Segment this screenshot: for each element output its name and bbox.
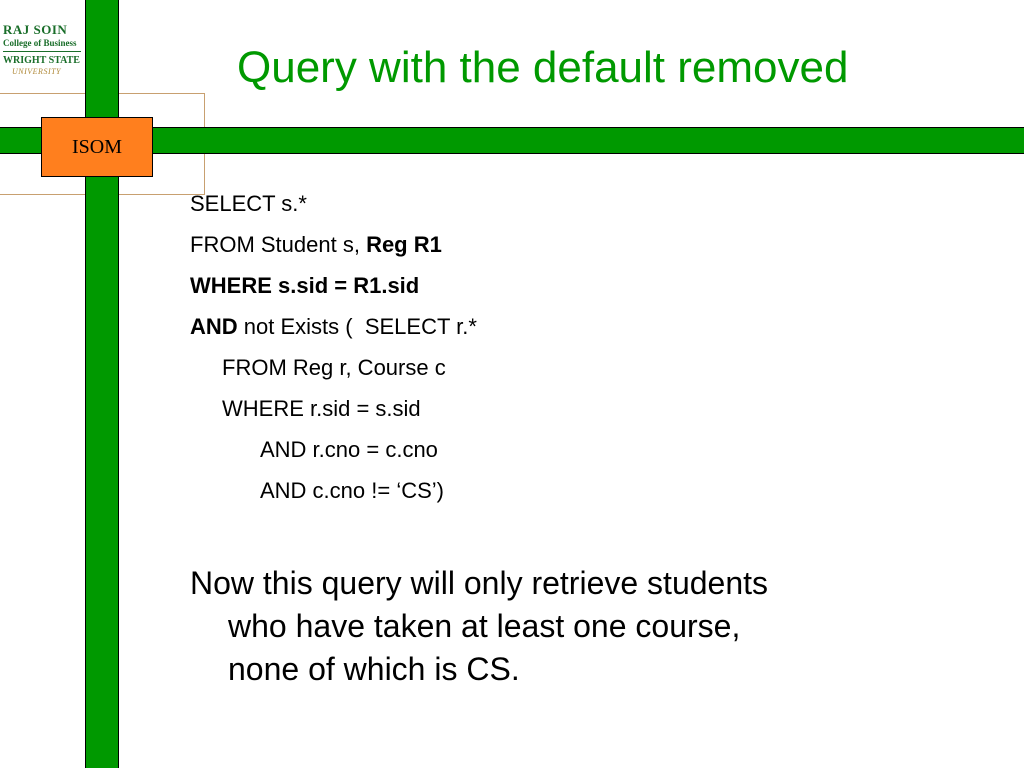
isom-badge-label: ISOM bbox=[71, 135, 122, 158]
code-line-4-bold: AND bbox=[190, 314, 238, 339]
paragraph-line-3: none of which is CS. bbox=[228, 651, 520, 687]
isom-badge: ISOM bbox=[41, 117, 153, 177]
paragraph-line-1: Now this query will only retrieve studen… bbox=[190, 565, 769, 601]
code-line-2-plain: FROM Student s, bbox=[190, 232, 367, 257]
vertical-green-bar bbox=[85, 0, 119, 768]
code-line-2: FROM Student s, Reg R1 bbox=[190, 231, 477, 272]
explanation-paragraph: Now this query will only retrieve studen… bbox=[190, 562, 990, 691]
horizontal-green-bar bbox=[0, 127, 1024, 154]
paragraph-line-2: who have taken at least one course, bbox=[228, 608, 741, 644]
college-logo: RAJ SOIN College of Business WRIGHT STAT… bbox=[0, 0, 85, 92]
code-line-5: FROM Reg r, Course c bbox=[222, 355, 446, 380]
slide-title: Query with the default removed bbox=[237, 43, 849, 92]
code-line-6: WHERE r.sid = s.sid bbox=[222, 396, 421, 421]
code-line-8: AND c.cno != ‘CS’) bbox=[260, 478, 444, 503]
logo-line-1: RAJ SOIN bbox=[3, 22, 68, 37]
logo-divider bbox=[3, 51, 81, 52]
logo-line-2: College of Business bbox=[3, 38, 77, 48]
code-line-2-bold: Reg R1 bbox=[366, 232, 442, 257]
code-line-7: AND r.cno = c.cno bbox=[260, 437, 438, 462]
code-line-3: WHERE s.sid = R1.sid bbox=[190, 273, 420, 298]
code-line-4: AND not Exists ( SELECT r.* bbox=[190, 313, 477, 354]
logo-line-4: UNIVERSITY bbox=[12, 67, 61, 76]
logo-line-3: WRIGHT STATE bbox=[3, 55, 80, 66]
sql-code-block: SELECT s.* FROM Student s, Reg R1 WHERE … bbox=[190, 190, 477, 518]
code-line-4-plain: not Exists ( SELECT r.* bbox=[237, 314, 477, 339]
code-line-1: SELECT s.* bbox=[190, 191, 307, 216]
